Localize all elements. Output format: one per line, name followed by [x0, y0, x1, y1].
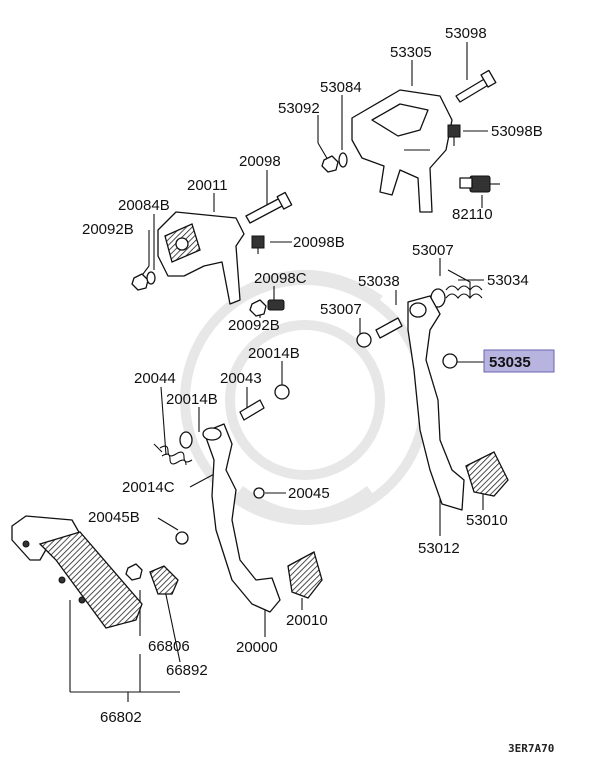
- label-53034: 53034: [487, 272, 529, 289]
- screw-20098C: [267, 299, 285, 311]
- pin-53038: [375, 317, 403, 339]
- label-20098: 20098: [239, 153, 281, 170]
- highlight-box-53035: [483, 349, 555, 373]
- label-53092: 53092: [278, 100, 320, 117]
- pad-53010: [465, 451, 509, 497]
- part-labels: 53098 53305 53084 53092 53098B 82110 200…: [82, 25, 554, 755]
- label-53035: 53035: [489, 354, 531, 371]
- label-66892: 66892: [166, 662, 208, 679]
- bushing-53035: [442, 353, 458, 369]
- label-53012: 53012: [418, 540, 460, 557]
- pad-20010: [287, 551, 323, 599]
- label-20092B-top: 20092B: [82, 221, 134, 238]
- bolt-20098: [245, 191, 293, 224]
- label-20092B-low: 20092B: [228, 317, 280, 334]
- label-20000: 20000: [236, 639, 278, 656]
- nut-53092: [321, 155, 339, 173]
- label-20043: 20043: [220, 370, 262, 387]
- spring-53034: [445, 269, 483, 299]
- label-82110: 82110: [452, 206, 493, 223]
- pin-20043: [239, 399, 265, 421]
- label-20045B: 20045B: [88, 509, 140, 526]
- nut-20092B-top: [131, 271, 156, 291]
- pedal-arm-20000: [202, 423, 281, 613]
- label-53084: 53084: [320, 79, 362, 96]
- label-20014C: 20014C: [122, 479, 175, 496]
- switch-82110: [459, 175, 500, 193]
- label-20010: 20010: [286, 612, 328, 629]
- washer-53084: [338, 152, 348, 168]
- label-20098C: 20098C: [254, 270, 307, 287]
- label-53098: 53098: [445, 25, 487, 42]
- pedal-arm-53012: [407, 295, 465, 511]
- label-53010: 53010: [466, 512, 508, 529]
- screw-20098B: [251, 235, 265, 254]
- accelerator-pedal-66802: [11, 515, 143, 629]
- stopper-20045B: [175, 531, 189, 545]
- label-53098B: 53098B: [491, 123, 543, 140]
- label-20014B-top: 20014B: [248, 345, 300, 362]
- pad-66892: [149, 565, 179, 595]
- label-53007-top: 53007: [412, 242, 454, 259]
- bracket-53305: [351, 89, 453, 213]
- screw-53098B: [447, 124, 461, 146]
- bushing-20014B-mid: [179, 431, 193, 449]
- label-20045: 20045: [288, 485, 330, 502]
- label-20084B: 20084B: [118, 197, 170, 214]
- label-20044: 20044: [134, 370, 176, 387]
- label-53038: 53038: [358, 273, 400, 290]
- label-66802: 66802: [100, 709, 142, 726]
- bolt-53098: [455, 69, 497, 103]
- nut-20092B-low: [249, 299, 267, 317]
- stopper-20045: [253, 487, 265, 499]
- label-66806: 66806: [148, 638, 190, 655]
- bushing-20014B-top: [274, 384, 290, 400]
- spring-20044: [153, 443, 193, 466]
- label-20098B: 20098B: [293, 234, 345, 251]
- bracket-20011: [157, 211, 245, 305]
- bolt-66806: [125, 563, 143, 581]
- label-20011: 20011: [187, 177, 228, 194]
- label-53007-mid: 53007: [320, 301, 362, 318]
- bushing-53007-mid: [356, 332, 372, 348]
- diagram-code: 3ER7A70: [508, 742, 554, 755]
- label-20014B-mid: 20014B: [166, 391, 218, 408]
- leader-lines: [69, 42, 488, 702]
- label-53305: 53305: [390, 44, 432, 61]
